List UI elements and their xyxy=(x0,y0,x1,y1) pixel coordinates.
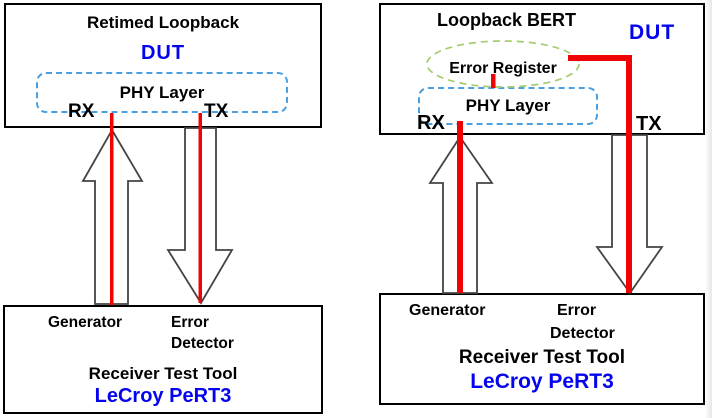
error-register-ellipse xyxy=(426,40,580,88)
left-dut-box xyxy=(4,3,322,128)
right-error-detector-label-line2: Detector xyxy=(550,325,615,342)
left-phy-layer-box: PHY Layer xyxy=(36,72,288,113)
right-phy-layer-label: PHY Layer xyxy=(465,96,551,115)
left-rx-signal-line xyxy=(110,113,114,305)
left-tester-title: Receiver Test Tool xyxy=(88,364,238,383)
left-phy-layer-label: PHY Layer xyxy=(119,82,205,102)
left-dut-label: DUT xyxy=(140,42,186,64)
right-rx-signal-line xyxy=(457,121,463,293)
left-rx-label: RX xyxy=(68,101,95,122)
right-dut-label: DUT xyxy=(629,21,676,44)
right-dut-title: Loopback BERT xyxy=(437,10,577,30)
right-tester-brand: LeCroy PeRT3 xyxy=(470,370,614,393)
right-tester-box xyxy=(379,293,705,405)
right-generator-label: Generator xyxy=(409,302,486,319)
right-dut-box xyxy=(379,3,705,135)
left-tx-label: TX xyxy=(204,101,229,122)
right-error-detector-label-line1: Error xyxy=(557,302,597,319)
right-tx-signal-line-horizontal xyxy=(568,55,632,61)
right-tx-label: TX xyxy=(636,113,662,135)
right-tester-title: Receiver Test Tool xyxy=(458,347,626,368)
left-tester-brand: LeCroy PeRT3 xyxy=(94,385,232,407)
left-dut-title: Retimed Loopback xyxy=(86,13,240,32)
left-error-detector-label-line1: Error xyxy=(171,314,209,331)
left-tester-box xyxy=(3,305,323,414)
right-phy-layer-box: PHY Layer xyxy=(418,87,598,125)
error-register-label: Error Register xyxy=(449,60,557,77)
right-tx-signal-line-vertical xyxy=(626,55,632,293)
left-generator-label: Generator xyxy=(48,314,123,331)
right-rx-label: RX xyxy=(417,112,445,134)
right-edge-shadow xyxy=(705,0,712,418)
right-register-tap-line xyxy=(491,74,496,88)
left-tx-signal-line xyxy=(198,113,202,303)
left-error-detector-label-line2: Detector xyxy=(171,335,234,352)
